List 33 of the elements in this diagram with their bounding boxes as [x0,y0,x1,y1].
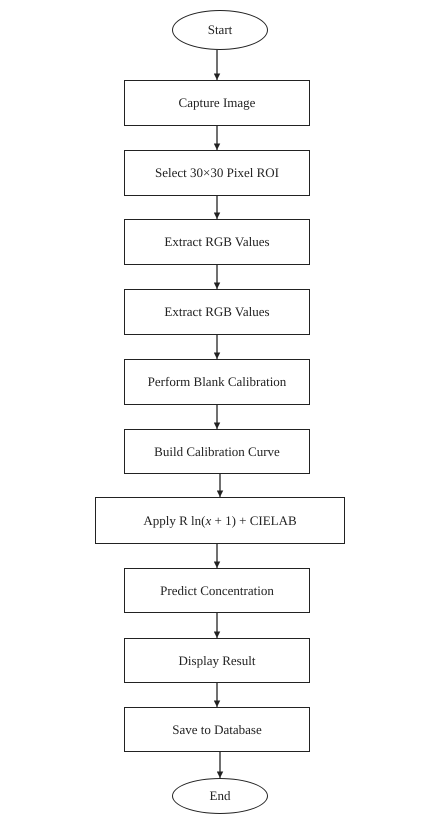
node-label: Extract RGB Values [164,304,270,320]
process-box [124,638,310,683]
node-label: Predict Concentration [160,582,274,598]
arrow [214,405,220,429]
process-box [124,568,310,613]
arrow [214,196,220,219]
arrow [216,752,224,778]
process-box [124,707,310,752]
arrow [214,126,220,150]
process-box [124,359,310,405]
node-label: Start [208,22,232,38]
node-label: Apply R ln(x + 1) + CIELAB [143,512,297,528]
process-box [95,497,345,544]
arrow [214,683,220,707]
node-label: Display Result [178,652,256,668]
process-box [124,289,310,335]
node-label: Build Calibration Curve [154,444,280,460]
node-label: Select 30×30 Pixel ROI [155,165,279,181]
node-label: Perform Blank Calibration [148,374,286,390]
arrow [214,544,220,568]
arrow [214,613,220,638]
node-label: Save to Database [172,722,262,738]
process-box [124,80,310,126]
process-box [124,429,310,474]
arrow [214,335,220,359]
process-box [124,150,310,196]
arrow [216,474,224,497]
arrow [214,50,220,80]
process-box [124,219,310,265]
node-label: End [210,788,230,804]
node-label: Capture Image [178,95,256,111]
node-label: Extract RGB Values [164,234,270,250]
arrow [214,265,220,289]
